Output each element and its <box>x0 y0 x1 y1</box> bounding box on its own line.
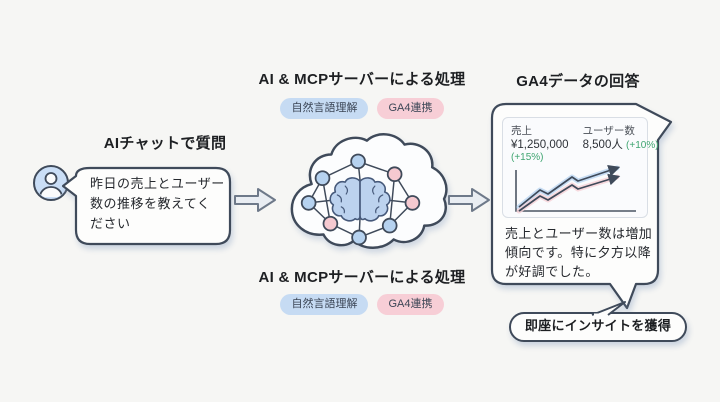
stats-row: 売上 ¥1,250,000 (+15%) ユーザー数 8,500人 (+10%) <box>511 125 659 164</box>
badge-ga4: GA4連携 <box>377 294 444 316</box>
cloud-icon <box>290 133 448 249</box>
response-speech-bubble: 売上 ¥1,250,000 (+15%) ユーザー数 8,500人 (+10%) <box>488 100 678 315</box>
query-line: 昨日の売上とユーザー <box>90 176 225 191</box>
insight-callout: 即座にインサイトを獲得 <box>508 300 688 346</box>
sales-label: 売上 <box>511 125 532 137</box>
query-line: 数の推移を教えてく <box>90 196 211 211</box>
block-arrow-right-icon <box>234 188 276 212</box>
network-nodes-icon <box>300 153 421 246</box>
query-bubble-text: 昨日の売上とユーザー 数の推移を教えてく ださい <box>90 174 225 234</box>
query-speech-bubble: 昨日の売上とユーザー 数の推移を教えてく ださい <box>62 164 238 248</box>
response-line: が好調でした。 <box>505 264 599 279</box>
process-heading-top: AI & MCPサーバーによる処理 <box>258 71 466 88</box>
badge-ga4: GA4連携 <box>377 98 444 120</box>
process-heading-bottom: AI & MCPサーバーによる処理 <box>258 269 466 286</box>
response-heading: GA4データの回答 <box>516 73 640 90</box>
response-bubble-text: 売上とユーザー数は増加 傾向です。特に夕方以降 が好調でした。 <box>505 224 652 281</box>
users-stat: ユーザー数 8,500人 (+10%) <box>583 125 659 164</box>
brain-icon <box>329 177 391 222</box>
users-change: (+10%) <box>626 140 659 151</box>
process-badges-top: 自然言語理解 GA4連携 <box>252 98 472 120</box>
query-heading: AIチャットで質問 <box>103 135 227 152</box>
users-value: 8,500人 (+10%) <box>583 138 659 152</box>
users-label: ユーザー数 <box>582 125 635 137</box>
sales-change: (+15%) <box>511 152 544 163</box>
block-arrow-right-icon <box>448 188 490 212</box>
sales-stat: 売上 ¥1,250,000 (+15%) <box>511 125 569 164</box>
response-line: 傾向です。特に夕方以降 <box>505 245 652 260</box>
process-badges-bottom: 自然言語理解 GA4連携 <box>252 294 472 316</box>
trend-arrow-up-icon <box>515 165 636 214</box>
ga4-stats-card: 売上 ¥1,250,000 (+15%) ユーザー数 8,500人 (+10%) <box>502 117 659 218</box>
badge-nlp: 自然言語理解 <box>280 98 369 120</box>
insight-label: 即座にインサイトを獲得 <box>524 318 672 333</box>
callout-shape <box>509 301 687 342</box>
users-value-number: 8,500人 <box>582 139 623 151</box>
query-line: ださい <box>90 216 131 231</box>
response-line: 売上とユーザー数は増加 <box>505 226 653 241</box>
badge-nlp: 自然言語理解 <box>280 294 369 316</box>
sales-value: ¥1,250,000 <box>511 139 569 151</box>
speech-bubble-shape <box>62 166 232 246</box>
